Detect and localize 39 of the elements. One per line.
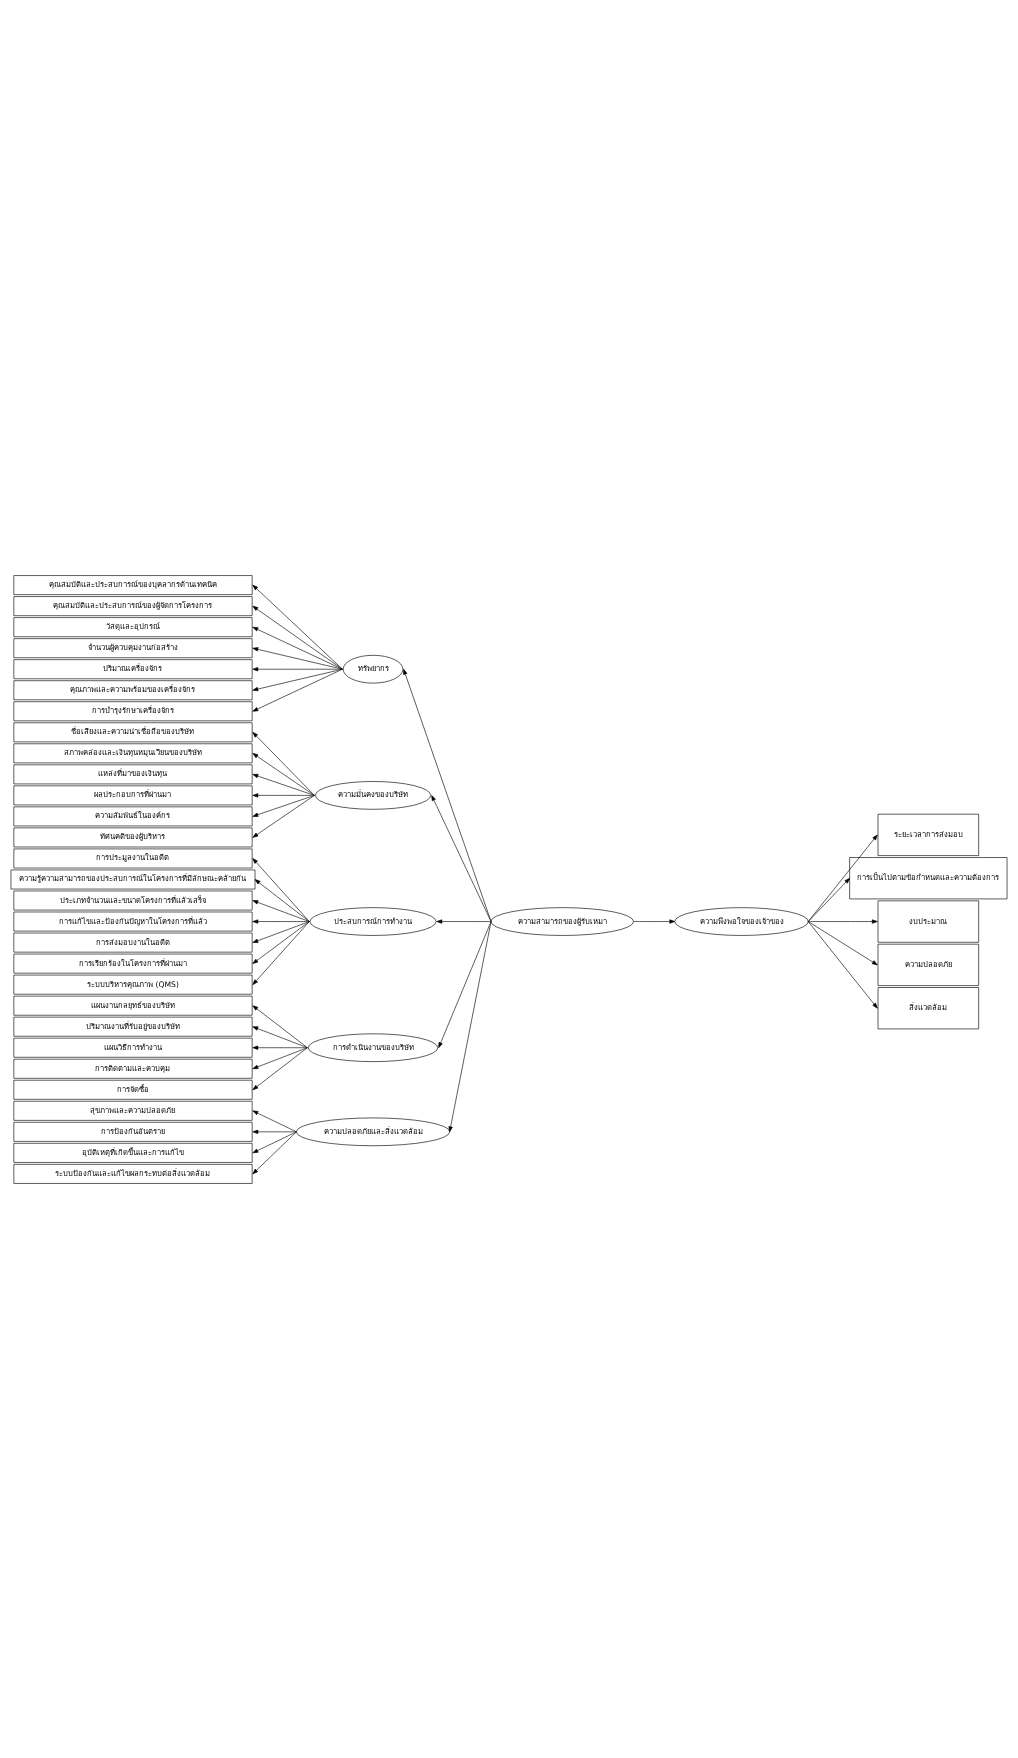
arrow [252,605,343,670]
arrow [448,920,492,1132]
arrow [807,920,878,1009]
arrow [633,918,676,924]
arrow [252,1046,308,1069]
arrow [252,1004,308,1048]
arrow [431,794,492,922]
arrow [436,918,492,924]
arrow [807,877,850,922]
arrow [252,857,310,922]
arrow [252,1046,308,1090]
arrow [252,920,310,985]
arrow [254,878,310,922]
arrow [252,794,315,838]
arrow [252,773,315,796]
arrow [252,731,315,796]
arrow [252,1045,308,1050]
arrow [438,920,492,1048]
arrow [807,918,878,924]
arrow [807,920,878,965]
arrow [252,626,343,670]
arrow [252,584,343,670]
arrow [807,834,878,922]
arrow [252,668,343,712]
arrow [252,794,315,817]
arrow [252,918,310,924]
arrow [252,1025,308,1048]
arrow [252,752,315,796]
arrow [252,646,343,670]
arrow [252,1131,297,1153]
arrow [252,668,343,691]
arrow [403,668,492,922]
arrow [252,1131,297,1174]
arrow [252,920,310,964]
arrow [252,1129,297,1134]
arrow [252,1110,297,1132]
arrow [252,920,310,943]
arrow [252,899,310,922]
arrow [252,792,315,797]
